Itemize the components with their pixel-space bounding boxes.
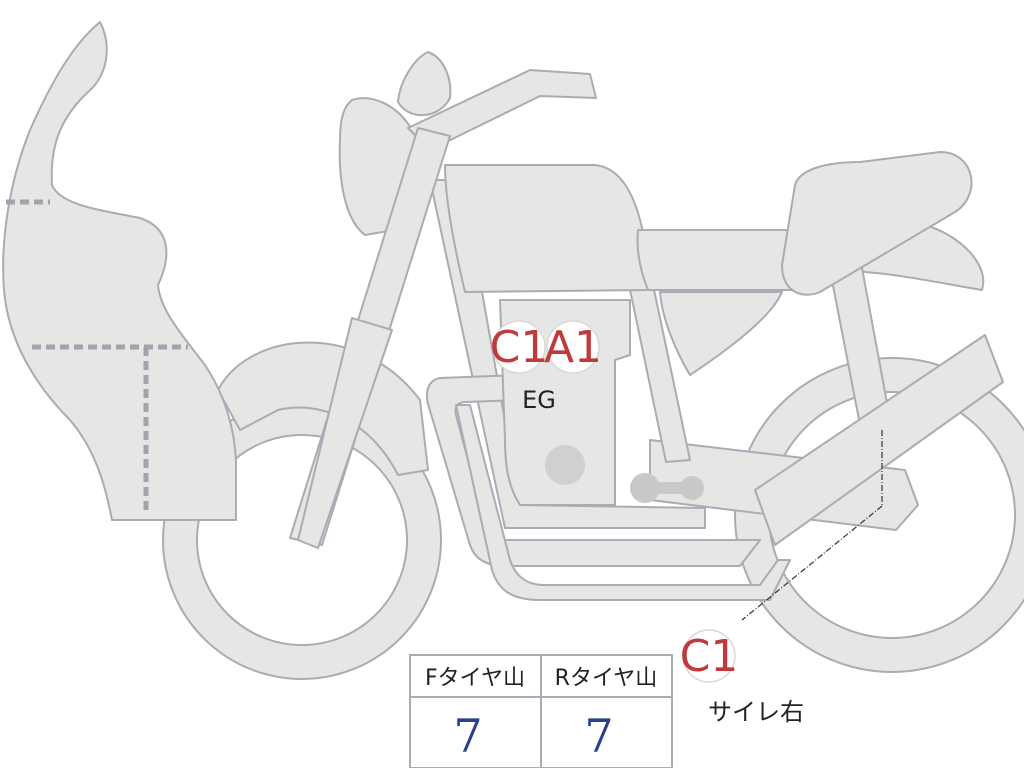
side-cover <box>659 291 783 376</box>
engine-cover <box>545 445 585 485</box>
exhaust-pipe-lower <box>455 404 791 601</box>
fork-boot <box>297 317 393 549</box>
muffler-grade: C1 <box>680 631 739 682</box>
muffler-grade-marker: C1 <box>680 629 739 683</box>
front-tire-value: 7 <box>453 709 482 763</box>
engine-grade-a: A1 <box>544 322 602 373</box>
muffler <box>754 334 1004 546</box>
rear-tire-header: Rタイヤ山 <box>555 666 658 691</box>
seat-front <box>636 229 793 291</box>
meter <box>397 51 452 117</box>
fairing <box>2 21 237 521</box>
engine-grade-c: C1 <box>490 322 549 373</box>
engine-grade-c-marker: C1 <box>490 320 549 374</box>
front-tire-header: Fタイヤ山 <box>425 666 525 691</box>
muffler-leader-line <box>741 430 883 621</box>
footpeg <box>630 473 704 503</box>
fairing-panel-lines <box>6 199 188 515</box>
engine-grade-a-marker: A1 <box>544 320 602 374</box>
fuel-tank <box>444 164 651 293</box>
rear-tire-value: 7 <box>584 709 613 763</box>
tire-table: Fタイヤ山 Rタイヤ山 7 7 <box>409 654 673 768</box>
seat-rear <box>781 151 973 296</box>
engine-label: EG <box>522 386 556 414</box>
rear-fender <box>834 224 985 291</box>
muffler-label: サイレ右 <box>708 698 804 726</box>
